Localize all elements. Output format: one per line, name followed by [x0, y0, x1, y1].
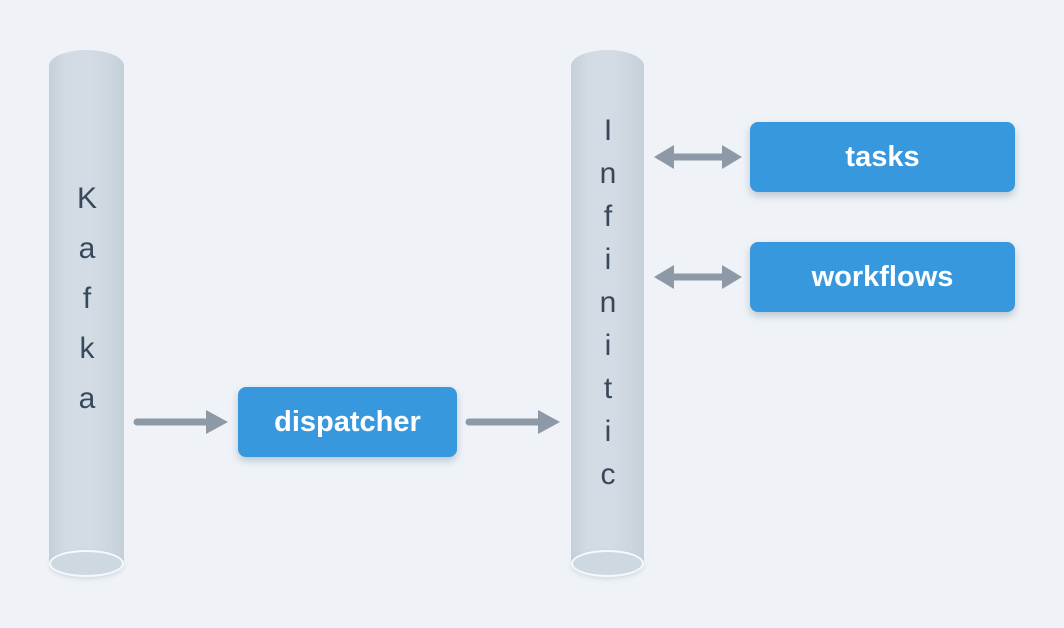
- node-tasks: tasks: [750, 122, 1015, 192]
- arrow-dispatcher-to-infinitic-icon: [465, 410, 560, 434]
- kafka-cylinder-bottom-ellipse: [49, 550, 124, 577]
- infinitic-label: Infinitic: [591, 113, 625, 501]
- tasks-label: tasks: [845, 140, 920, 173]
- infinitic-cylinder-bottom-ellipse: [571, 550, 644, 577]
- node-dispatcher: dispatcher: [238, 387, 457, 457]
- workflows-label: workflows: [811, 260, 954, 293]
- dispatcher-label: dispatcher: [274, 405, 421, 438]
- node-workflows: workflows: [750, 242, 1015, 312]
- infinitic-cylinder-body: [571, 50, 644, 564]
- kafka-label: Kafka: [70, 182, 104, 432]
- node-kafka-cylinder: Kafka: [49, 50, 124, 577]
- double-arrow-infinitic-tasks-icon: [654, 145, 742, 169]
- kafka-cylinder-body: [49, 50, 124, 564]
- arrow-kafka-to-dispatcher-icon: [133, 410, 228, 434]
- node-infinitic-cylinder: Infinitic: [571, 50, 644, 577]
- double-arrow-infinitic-workflows-icon: [654, 265, 742, 289]
